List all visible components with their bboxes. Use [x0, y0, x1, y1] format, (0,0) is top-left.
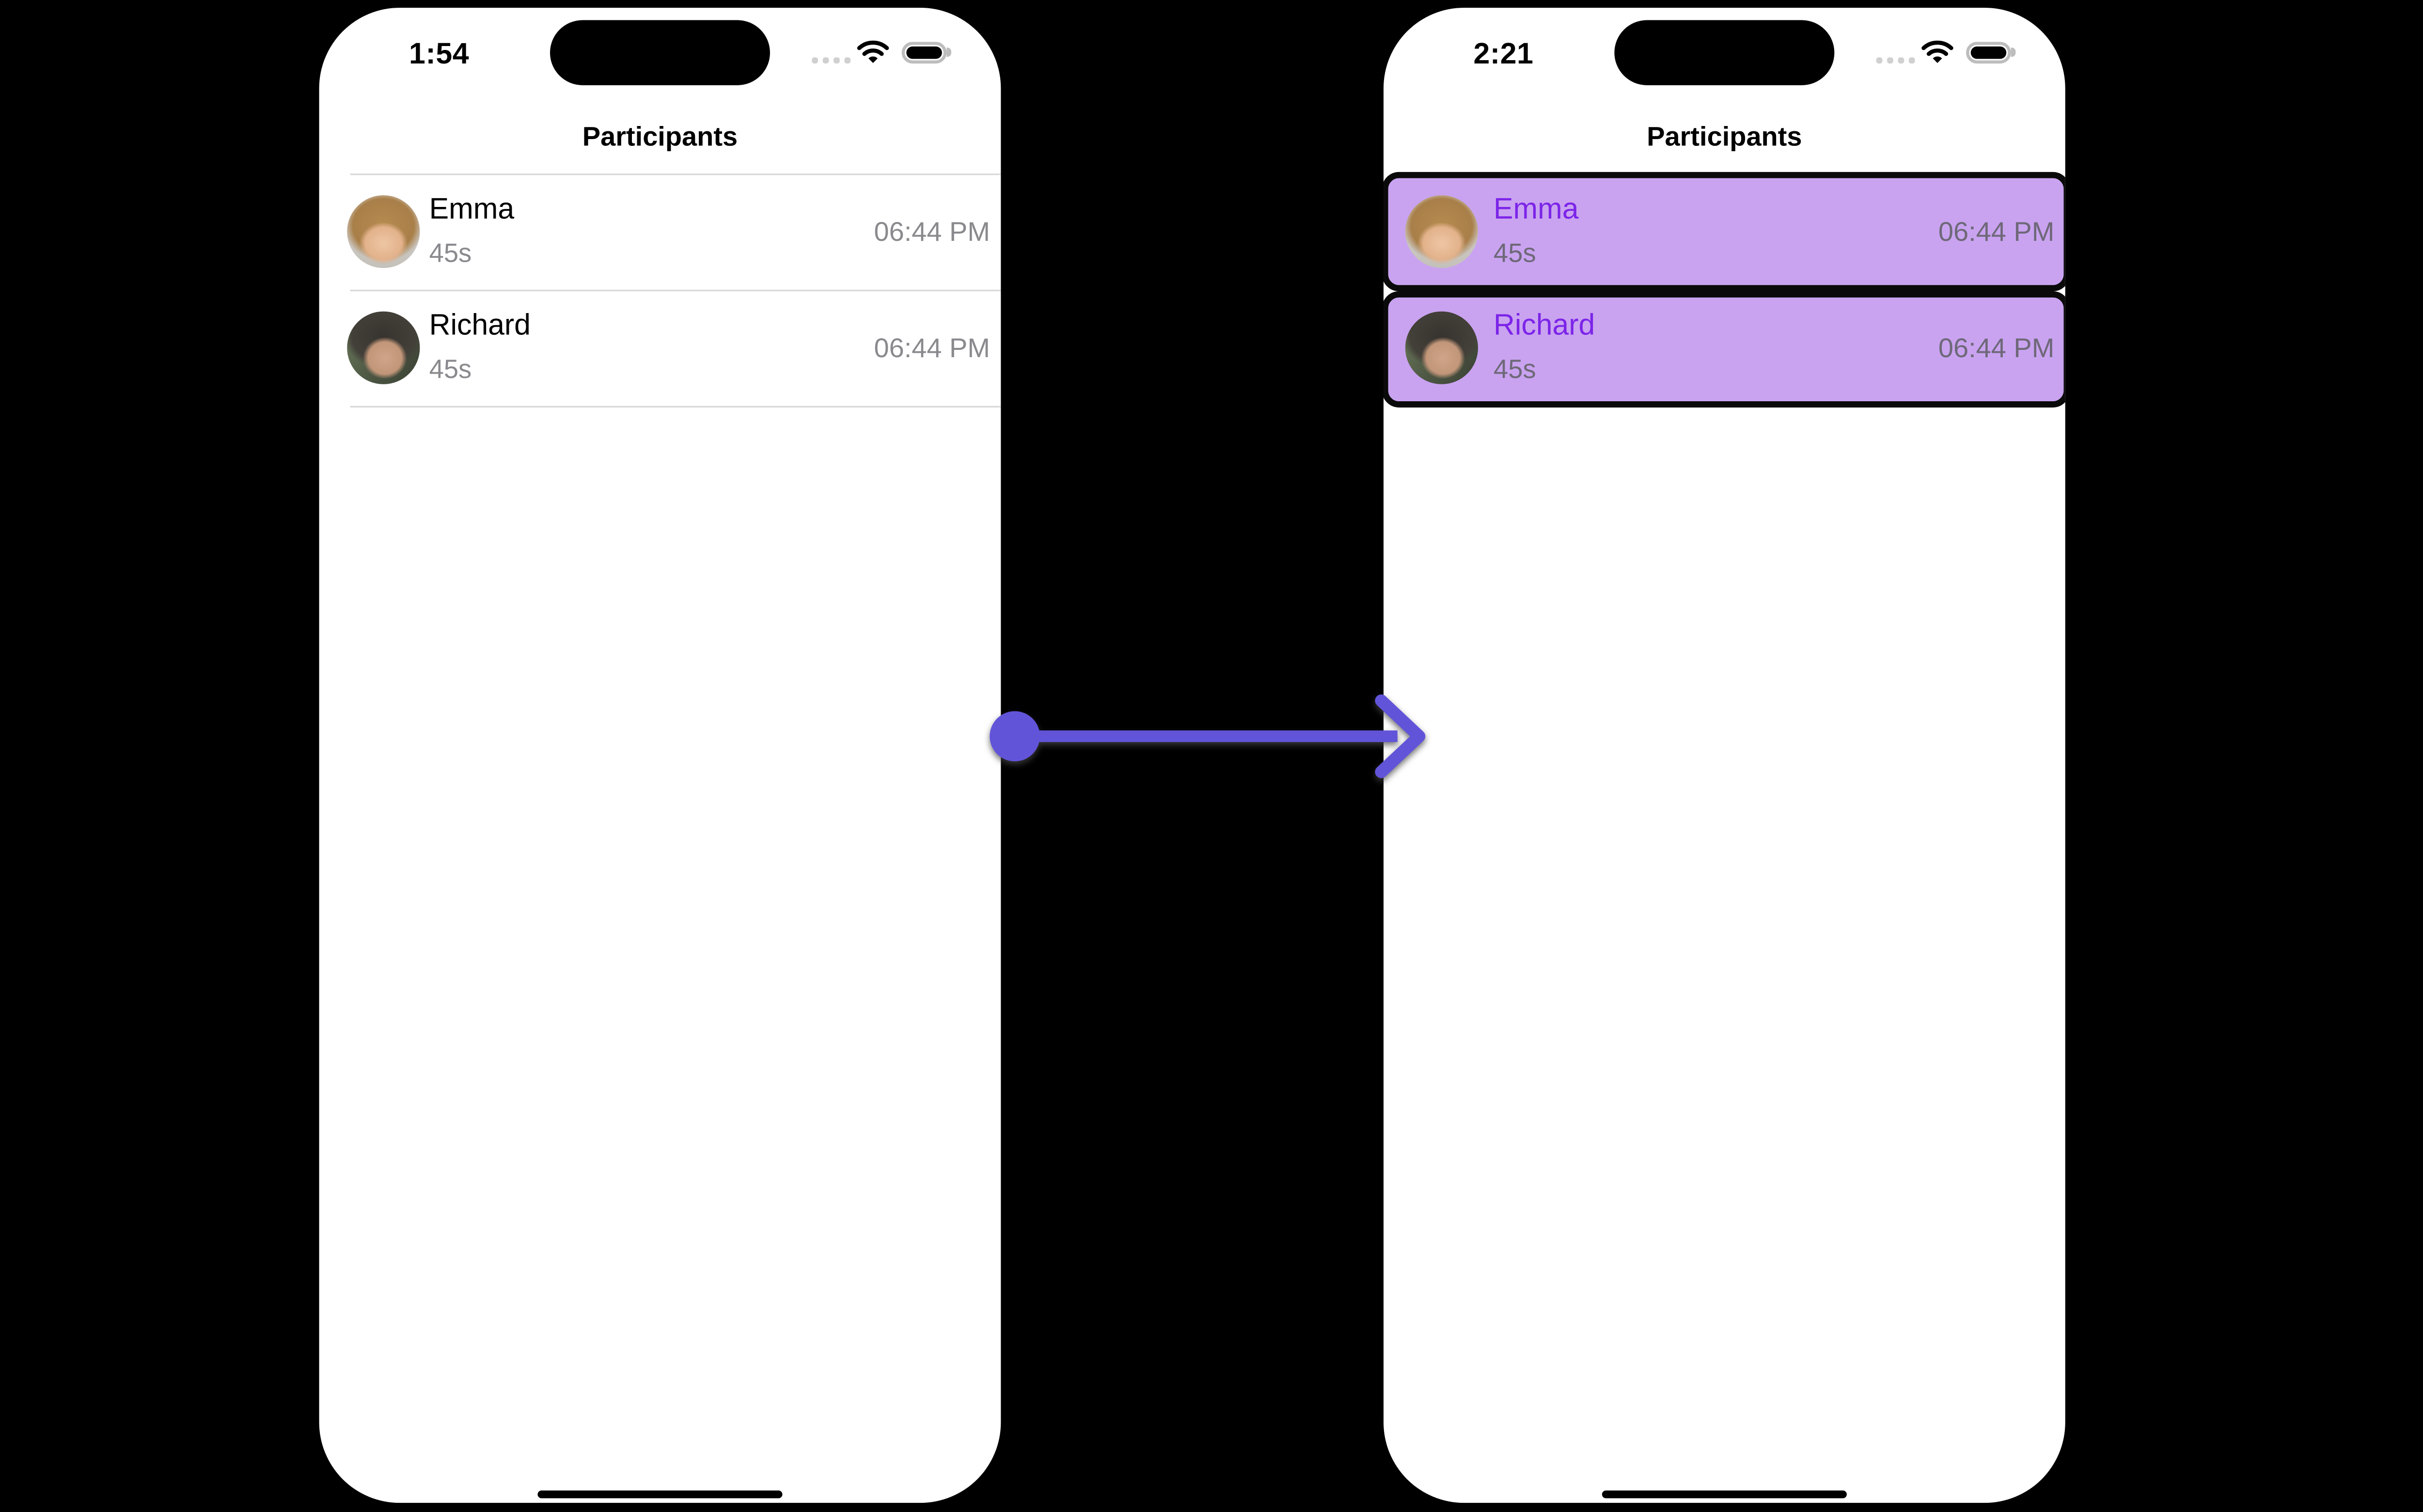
dynamic-island [550, 20, 770, 85]
emma-avatar [347, 195, 420, 268]
iphone-mockup-before: 1:54 Participants Emma 45s 06:44 PM Rich… [319, 7, 1001, 1503]
participant-duration: 45s [429, 355, 472, 384]
battery-icon [901, 41, 952, 64]
page-title: Participants [582, 121, 738, 152]
page-title: Participants [1647, 121, 1802, 152]
participant-row-emma[interactable]: Emma 45s 06:44 PM [319, 173, 1001, 290]
dynamic-island [1614, 20, 1835, 85]
home-indicator[interactable] [537, 1490, 783, 1498]
richard-avatar [1405, 311, 1479, 384]
status-time: 1:54 [409, 38, 470, 72]
participant-name: Richard [1494, 310, 1595, 343]
participant-time: 06:44 PM [1938, 331, 2055, 363]
richard-avatar [347, 311, 420, 384]
participant-row-richard-selected[interactable]: Richard 45s 06:44 PM [1384, 290, 2065, 406]
signal-dot [833, 57, 840, 64]
battery-fill [907, 46, 942, 59]
iphone-mockup-after: 2:21 Participants Emma 45s 06:44 PM Rich… [1384, 7, 2065, 1503]
signal-dot [812, 57, 819, 64]
home-indicator[interactable] [1602, 1490, 1847, 1498]
participant-row-richard[interactable]: Richard 45s 06:44 PM [319, 290, 1001, 406]
participant-duration: 45s [429, 238, 472, 268]
participant-time: 06:44 PM [874, 215, 990, 247]
battery-nub [947, 47, 952, 58]
battery-fill [1971, 46, 2006, 59]
cellular-signal-icon [812, 57, 851, 64]
battery-icon [1966, 41, 2016, 64]
participant-name: Richard [429, 310, 531, 343]
divider [350, 289, 1001, 292]
participant-time: 06:44 PM [874, 331, 990, 363]
participant-duration: 45s [1494, 355, 1536, 384]
signal-dot [1876, 57, 1883, 64]
battery-nub [2012, 47, 2016, 58]
participant-time: 06:44 PM [1938, 215, 2055, 247]
participant-row-emma-selected[interactable]: Emma 45s 06:44 PM [1384, 173, 2065, 290]
signal-dot [844, 57, 851, 64]
divider [350, 173, 1001, 175]
status-time: 2:21 [1473, 38, 1534, 72]
divider [350, 406, 1001, 408]
emma-avatar [1405, 195, 1479, 268]
participant-name: Emma [429, 193, 515, 226]
highlight-card-richard [1384, 291, 2065, 408]
participant-name: Emma [1494, 193, 1579, 226]
cellular-signal-icon [1876, 57, 1915, 64]
highlight-card-emma [1384, 172, 2065, 291]
wifi-icon [1921, 40, 1953, 63]
signal-dot [822, 57, 830, 64]
participant-duration: 45s [1494, 238, 1536, 268]
signal-dot [1887, 57, 1894, 64]
signal-dot [1908, 57, 1915, 64]
wifi-icon [857, 40, 889, 63]
signal-dot [1897, 57, 1904, 64]
